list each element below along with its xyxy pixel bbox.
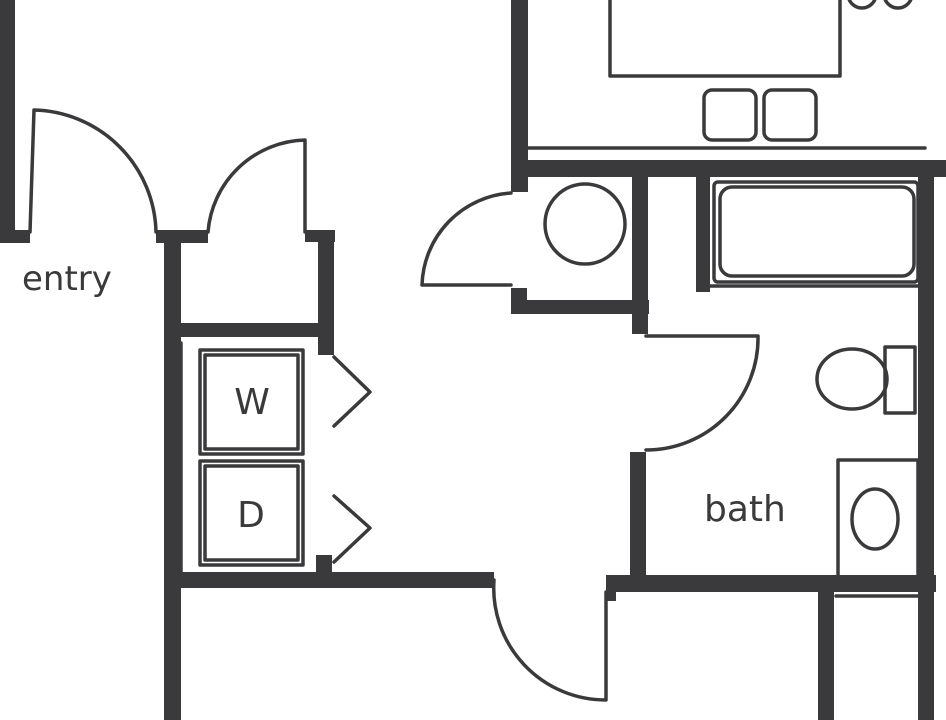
linen-door bbox=[420, 191, 513, 287]
dryer-outer bbox=[198, 459, 305, 567]
wall-laundry-stub bbox=[316, 555, 332, 577]
washer-label: W bbox=[234, 382, 270, 423]
closet-door bbox=[206, 138, 307, 234]
knob-left bbox=[847, 0, 877, 10]
wall-bath-left-lower bbox=[630, 452, 646, 587]
room-label-bath: bath bbox=[704, 489, 786, 530]
bed bbox=[608, 0, 842, 78]
washer-outer bbox=[198, 348, 305, 456]
bathtub-inner bbox=[718, 185, 916, 278]
labels: entry bath W D bbox=[22, 259, 786, 536]
fixtures bbox=[198, 0, 920, 582]
wall-lower-closet bbox=[818, 580, 834, 720]
wall-bath-right bbox=[918, 160, 934, 720]
laundry-bifold-lower bbox=[332, 494, 372, 564]
room-label-entry: entry bbox=[22, 259, 112, 299]
wall-hall-bottom bbox=[164, 572, 494, 588]
vanity bbox=[836, 458, 920, 582]
knob-right bbox=[883, 0, 913, 10]
wall-door-jamb-right bbox=[606, 575, 616, 601]
entry-door bbox=[28, 108, 158, 234]
wall-linen-bottom bbox=[511, 300, 649, 314]
dryer-inner bbox=[203, 464, 300, 562]
toilet-tank bbox=[883, 345, 917, 415]
sink bbox=[850, 487, 900, 551]
water-heater bbox=[543, 182, 627, 266]
washer-inner bbox=[203, 353, 300, 451]
pillow-left bbox=[702, 88, 758, 142]
wall-left-exterior bbox=[0, 0, 15, 243]
wall-entry-jamb bbox=[156, 230, 208, 243]
dryer-label: D bbox=[237, 495, 265, 536]
doors bbox=[28, 108, 760, 702]
partitions bbox=[179, 146, 927, 598]
wall-tub-divider bbox=[696, 172, 710, 292]
wall-bath-left-upper bbox=[632, 172, 648, 334]
bathtub-outer bbox=[712, 180, 920, 284]
wall-center-vertical bbox=[164, 230, 181, 720]
pillow-right bbox=[762, 88, 818, 142]
wall-left-stub bbox=[0, 230, 30, 243]
wall-bedroom-left bbox=[511, 0, 528, 192]
laundry-bifold-upper bbox=[332, 355, 372, 428]
wall-bedroom-bottom bbox=[511, 160, 946, 177]
wall-laundry-top bbox=[164, 323, 334, 337]
hall-door bbox=[491, 578, 608, 702]
bath-door bbox=[644, 334, 760, 452]
toilet-bowl bbox=[815, 347, 889, 411]
